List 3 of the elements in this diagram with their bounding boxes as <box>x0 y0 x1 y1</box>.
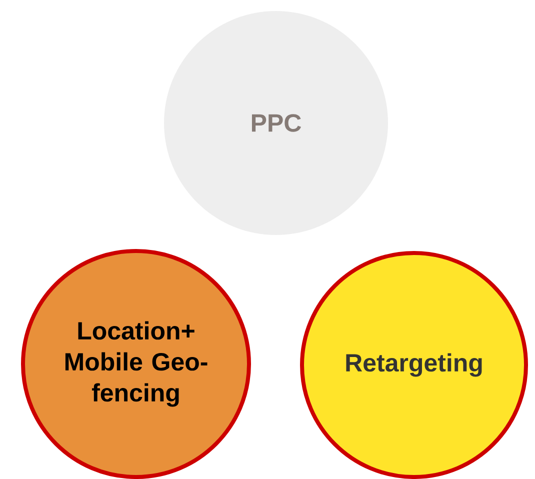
circle-node: Location+ Mobile Geo-fencing <box>21 249 251 479</box>
circle-node: Retargeting <box>300 251 528 479</box>
circle-node: PPC <box>164 11 388 235</box>
